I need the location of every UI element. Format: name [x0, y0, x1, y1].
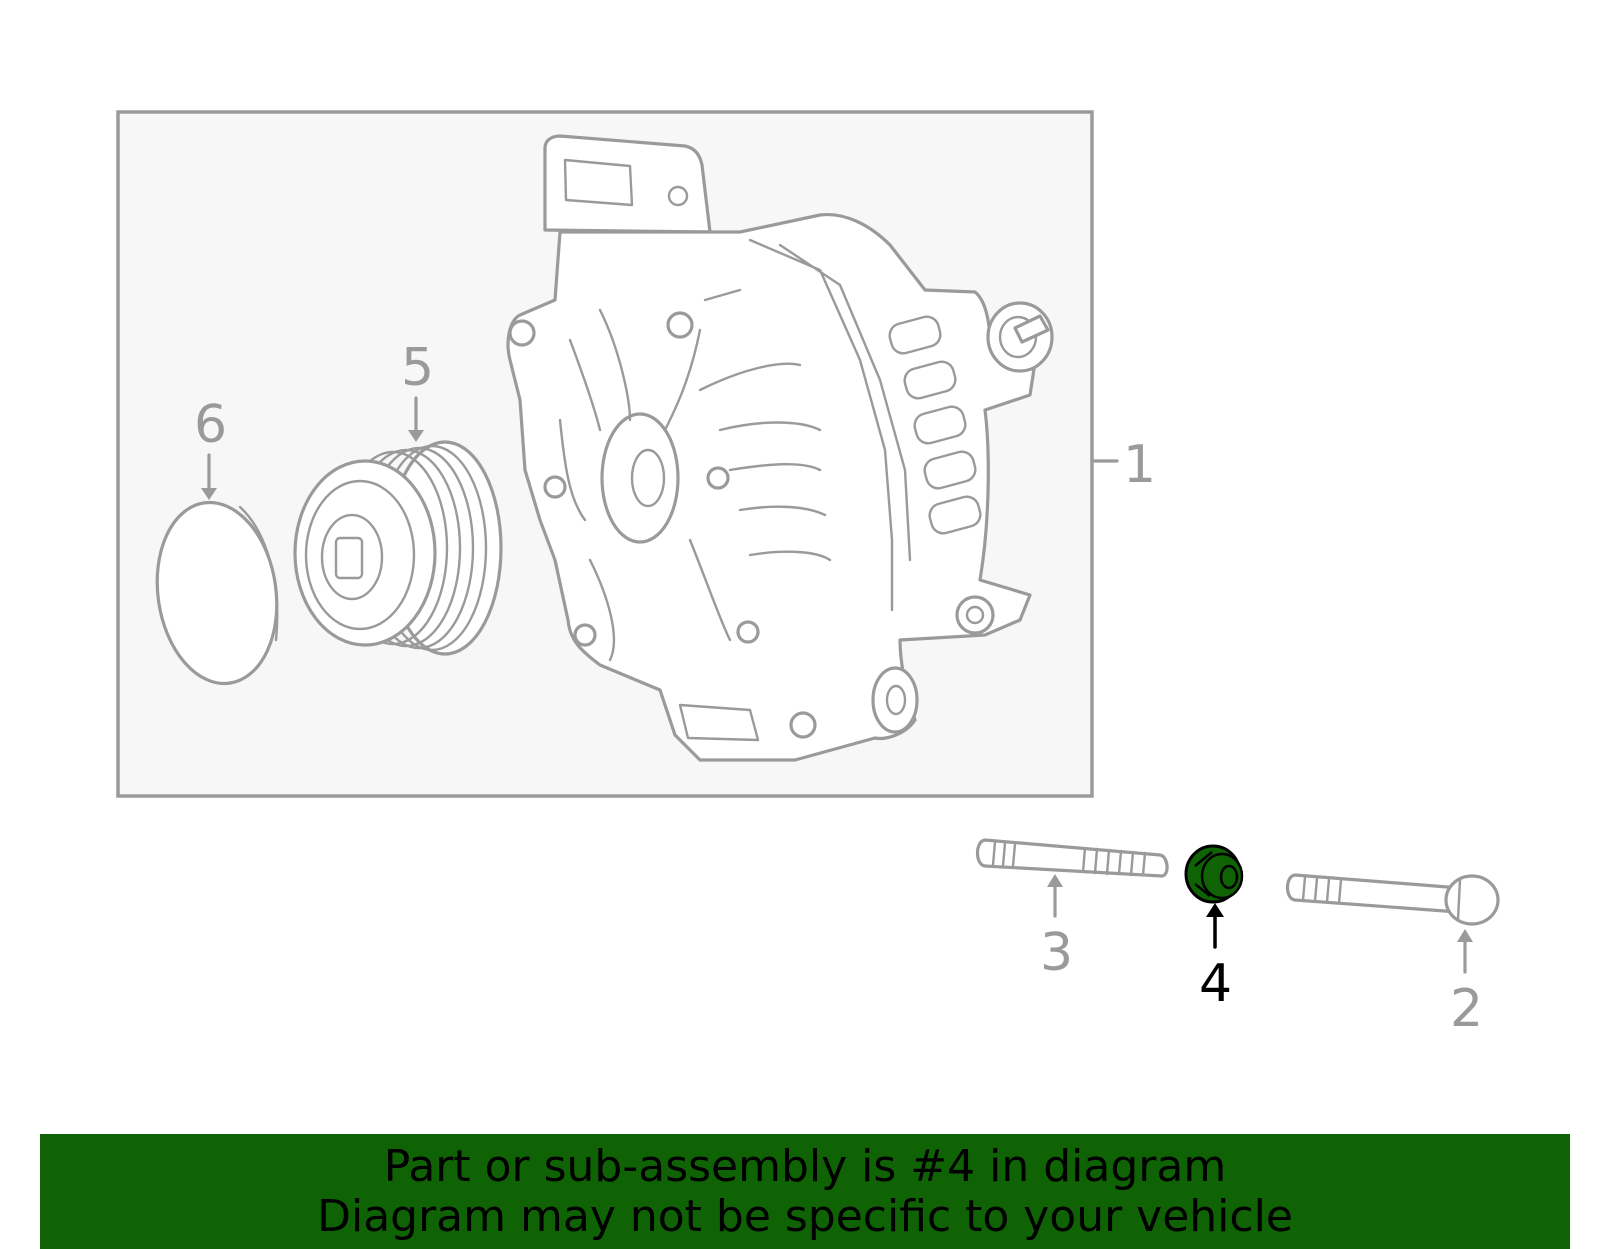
callout-4: 4: [1199, 954, 1232, 1014]
part-3-stud[interactable]: [975, 838, 1169, 878]
part-4-nut-highlighted[interactable]: [1184, 844, 1244, 904]
callout-5: 5: [401, 338, 434, 398]
callout-6: 6: [194, 395, 227, 455]
banner-line-1: Part or sub-assembly is #4 in diagram: [383, 1141, 1227, 1192]
leader-lines: [201, 396, 1473, 974]
callout-3: 3: [1040, 923, 1073, 983]
part-5-pulley[interactable]: [293, 440, 503, 656]
info-banner: Part or sub-assembly is #4 in diagram Di…: [40, 1134, 1570, 1249]
banner-line-2: Diagram may not be specific to your vehi…: [317, 1191, 1293, 1242]
callout-1: 1: [1123, 435, 1156, 495]
part-6-cap[interactable]: [146, 495, 288, 692]
callout-2: 2: [1450, 979, 1483, 1039]
part-2-bolt[interactable]: [1285, 873, 1500, 926]
part-1-alternator[interactable]: [506, 134, 1054, 762]
